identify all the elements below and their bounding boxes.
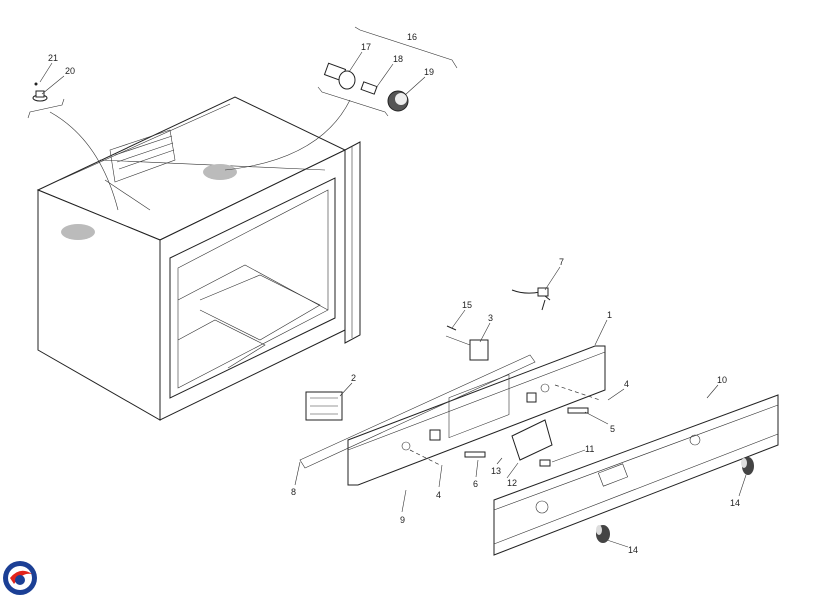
thermostat-part — [32, 82, 48, 102]
part-label-15: 15 — [462, 300, 472, 310]
part-label-9: 9 — [400, 515, 405, 525]
control-knob — [596, 525, 610, 543]
bracket-16 — [354, 26, 458, 69]
part-label-8: 8 — [291, 487, 296, 497]
lamp-assembly — [323, 62, 409, 112]
control-module — [511, 419, 553, 461]
part-label-12: 12 — [507, 478, 517, 488]
part-label-17: 17 — [361, 42, 371, 52]
part-label-14: 14 — [730, 498, 740, 508]
part-label-13: 13 — [491, 466, 501, 476]
part-label-5: 5 — [610, 424, 615, 434]
small-cylinder — [539, 459, 551, 467]
part-label-7: 7 — [559, 257, 564, 267]
control-panel-frame — [299, 345, 606, 486]
part-label-20: 20 — [65, 66, 75, 76]
oven-cavity — [36, 96, 361, 421]
part-label-1: 1 — [607, 310, 612, 320]
part-label-4: 4 — [436, 490, 441, 500]
front-fascia — [493, 394, 779, 556]
bracket-lamp — [317, 86, 389, 117]
shaft-6 — [464, 451, 486, 458]
part-label-14: 14 — [628, 545, 638, 555]
selector-switch — [469, 339, 489, 361]
wiring-connector — [537, 287, 549, 297]
control-knob — [741, 457, 754, 475]
part-label-16: 16 — [407, 32, 417, 42]
part-labels: 1 2 3 4 4 5 6 7 8 9 10 11 12 13 14 14 15… — [48, 32, 740, 555]
part-label-6: 6 — [473, 479, 478, 489]
part-label-2: 2 — [351, 373, 356, 383]
bracket-thermostat — [27, 98, 65, 119]
part-label-21: 21 — [48, 53, 58, 63]
leader-curve-thermostat — [49, 111, 119, 211]
brand-logo — [3, 561, 37, 595]
part-label-3: 3 — [488, 313, 493, 323]
part-label-10: 10 — [717, 375, 727, 385]
leader-curve-lamp — [224, 99, 351, 171]
part-label-19: 19 — [424, 67, 434, 77]
shaft-5 — [567, 407, 589, 414]
part-label-4: 4 — [624, 379, 629, 389]
part-label-11: 11 — [585, 444, 594, 454]
part-label-18: 18 — [393, 54, 403, 64]
